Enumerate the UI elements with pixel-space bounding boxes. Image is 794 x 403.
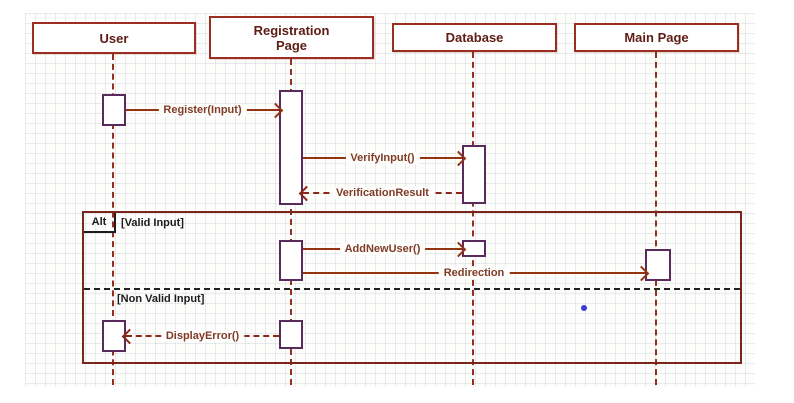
alt-fragment-frame: Alt [Valid Input] [Non Valid Input] — [82, 211, 742, 364]
activation-registration-3 — [279, 320, 303, 349]
lifeline-head-user: User — [32, 22, 196, 54]
lifeline-head-main-page: Main Page — [574, 23, 739, 52]
lifeline-registration-page — [290, 59, 292, 385]
activation-main-page-1 — [645, 249, 671, 281]
message-display-error: DisplayError() — [121, 328, 279, 345]
lifeline-label-registration-page: Registration Page — [253, 22, 330, 53]
alt-operator-tab: Alt — [84, 213, 116, 233]
lifeline-database — [472, 52, 474, 385]
alt-section-divider — [84, 288, 740, 290]
lifeline-head-registration-page: Registration Page — [209, 16, 374, 59]
activation-registration-2 — [279, 240, 303, 281]
lifeline-label-user: User — [99, 30, 129, 46]
message-verification-result-label: VerificationResult — [331, 187, 434, 199]
lifeline-main-page — [655, 52, 657, 385]
message-verification-result: VerificationResult — [298, 185, 462, 202]
message-verify-input: VerifyInput() — [303, 150, 467, 167]
message-add-new-user: AddNewUser() — [303, 241, 467, 258]
message-redirection-label: Redirection — [438, 267, 510, 279]
activation-user-2 — [102, 320, 126, 352]
guard-non-valid-input: [Non Valid Input] — [117, 293, 205, 305]
activation-user-1 — [102, 94, 126, 126]
canvas-grid — [25, 13, 755, 387]
activation-database-1 — [462, 145, 486, 204]
message-redirection: Redirection — [303, 265, 650, 282]
stray-blue-dot — [581, 305, 587, 311]
message-register-label: Register(Input) — [158, 104, 247, 116]
guard-valid-input: [Valid Input] — [121, 217, 184, 229]
activation-database-2 — [462, 240, 486, 257]
message-add-new-user-label: AddNewUser() — [339, 243, 426, 255]
lifeline-head-database: Database — [392, 23, 557, 52]
message-verify-input-label: VerifyInput() — [345, 152, 420, 164]
message-display-error-label: DisplayError() — [160, 330, 245, 342]
lifeline-label-main-page: Main Page — [624, 30, 689, 45]
alt-operator-label: Alt — [91, 216, 107, 228]
lifeline-label-database: Database — [445, 30, 504, 45]
message-register: Register(Input) — [126, 102, 284, 119]
lifeline-user — [112, 54, 114, 385]
activation-registration-1 — [279, 90, 303, 205]
